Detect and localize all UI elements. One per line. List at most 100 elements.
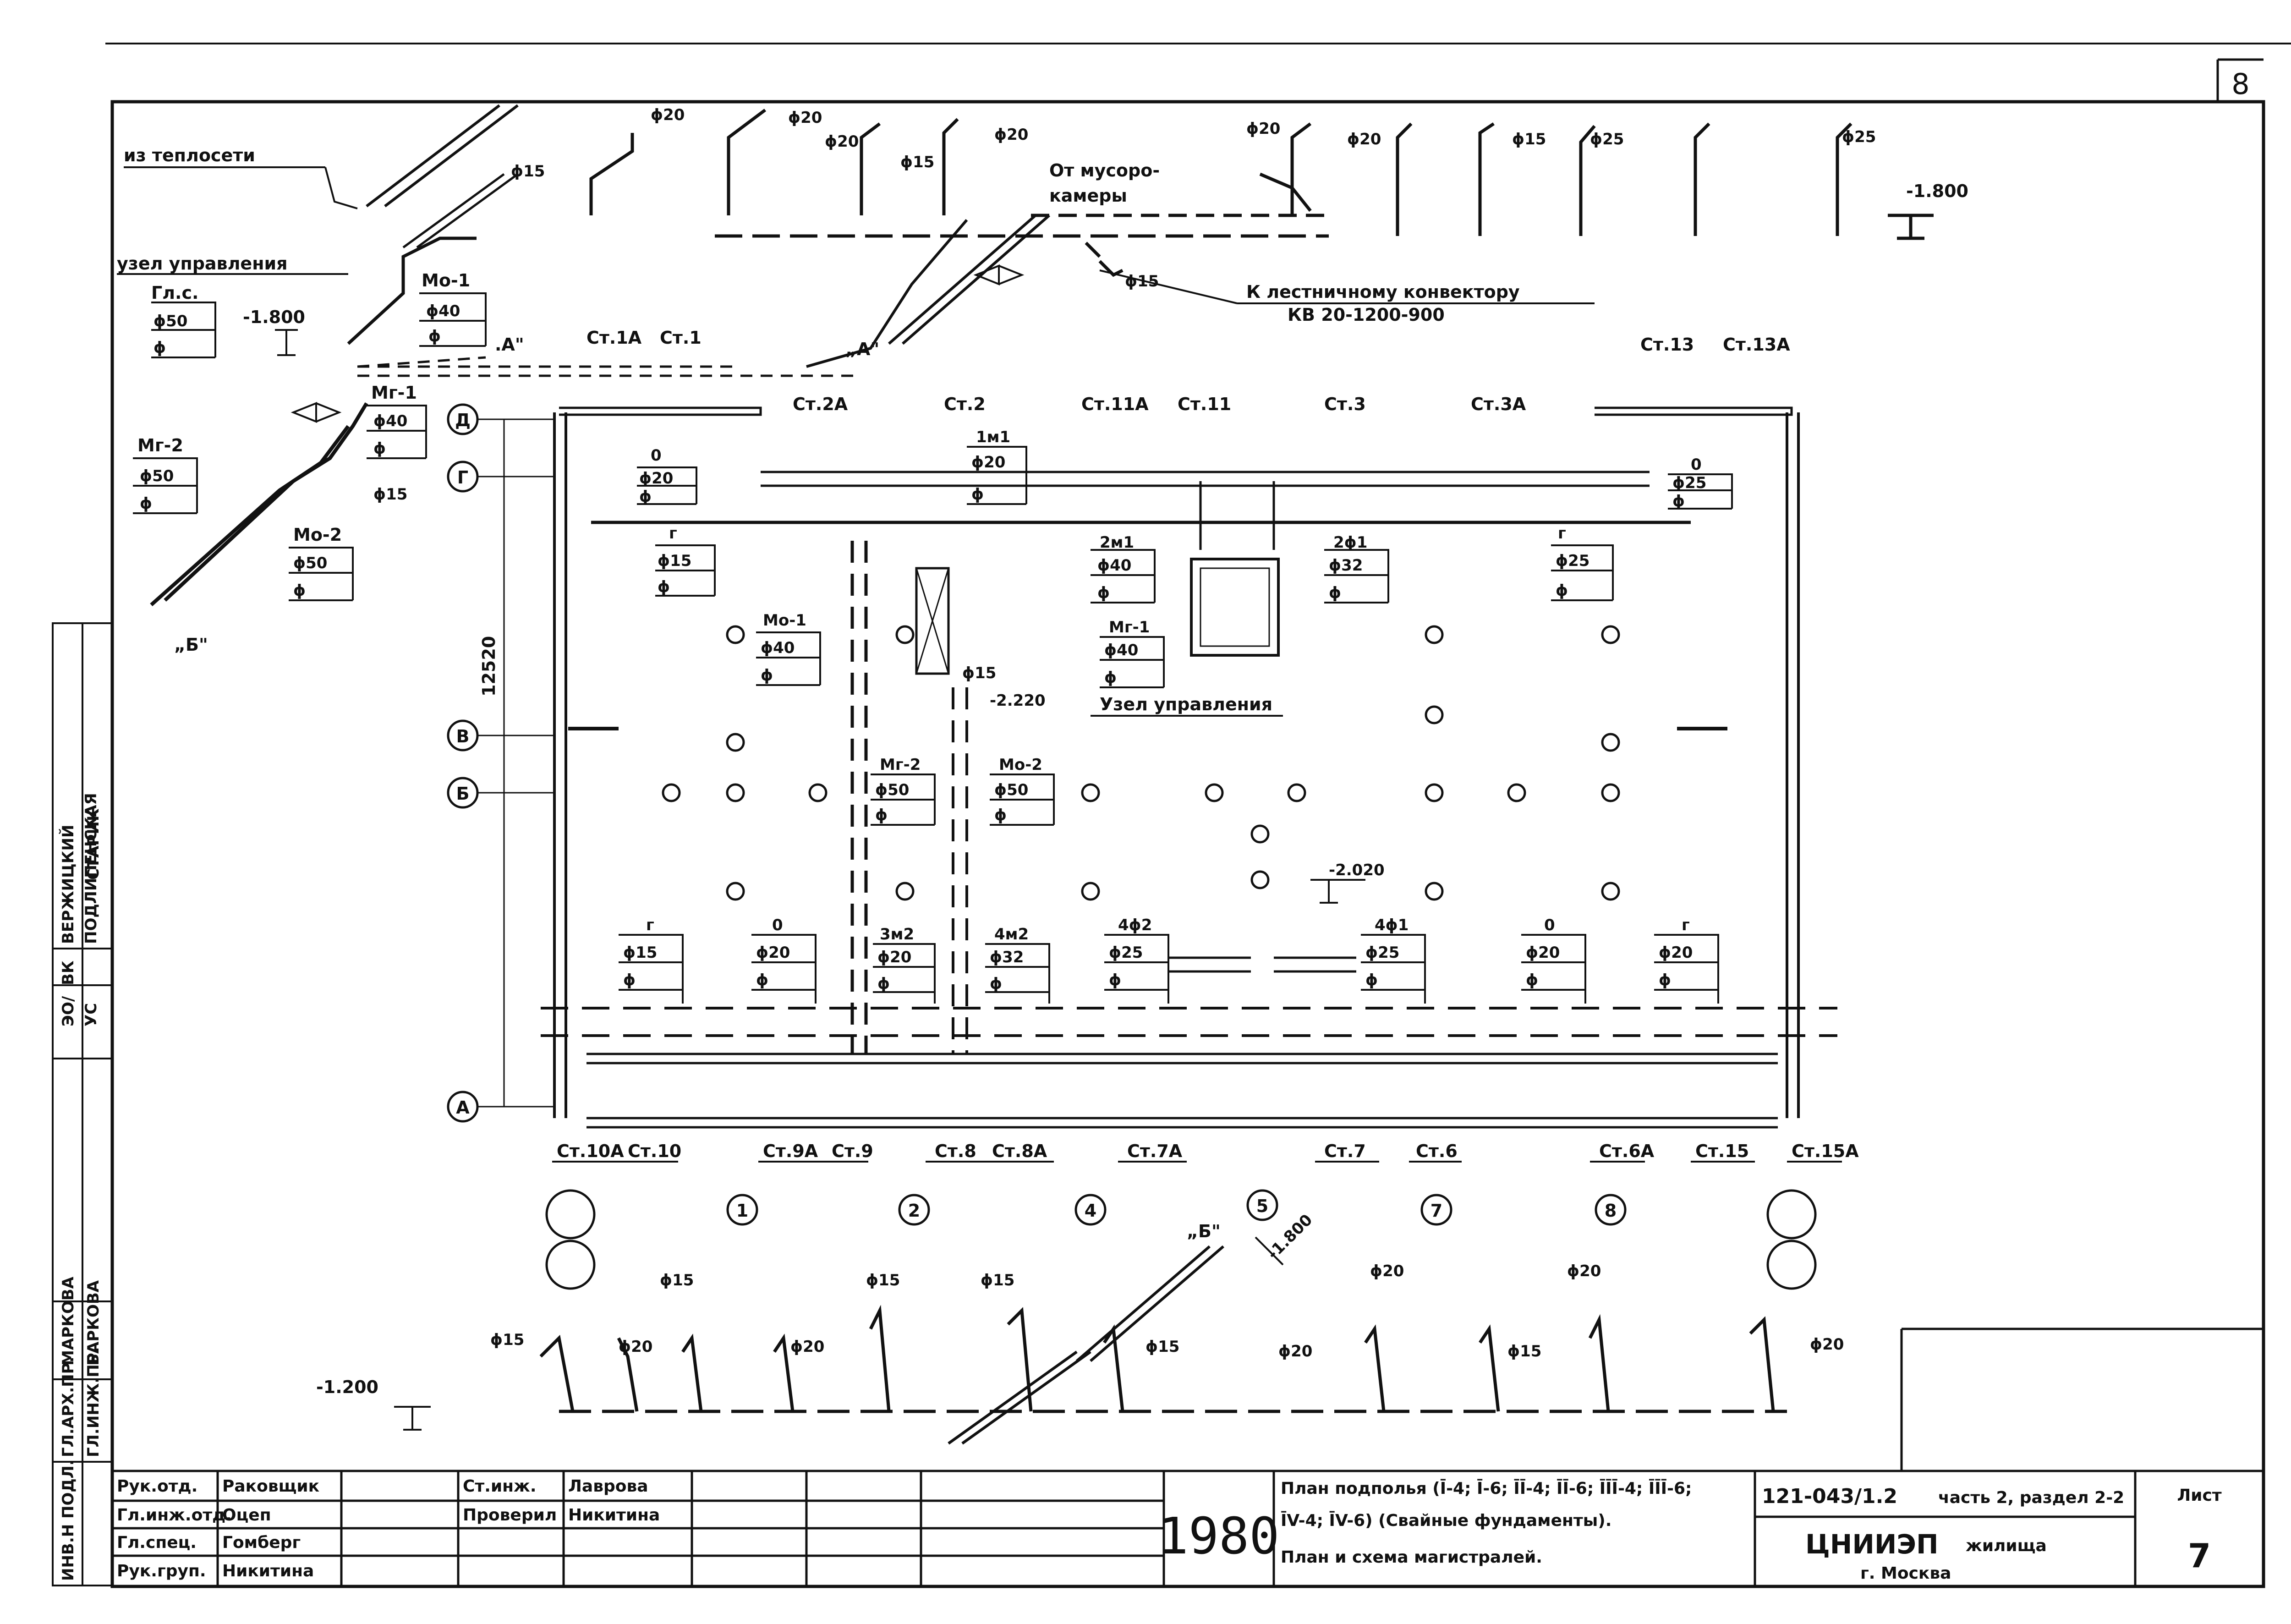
tag-plan-mg1: Мг-1 ϕ40 ϕ <box>1100 618 1165 688</box>
tag-bottom-0: г ϕ15 ϕ <box>619 916 684 1004</box>
tb-name-6: Никитина <box>568 1506 660 1525</box>
bot-d-8: ϕ20 <box>1370 1262 1404 1280</box>
svg-text:ϕ20: ϕ20 <box>1659 944 1693 962</box>
tb-role-1: Рук.отд. <box>117 1477 197 1496</box>
svg-text:ϕ: ϕ <box>756 971 768 989</box>
bot-d-3: ϕ20 <box>790 1338 824 1356</box>
stand-13: Ст.13 <box>1640 335 1694 355</box>
tb-sheet-no: 7 <box>2188 1536 2211 1575</box>
bot-d-12: ϕ15 <box>1146 1338 1179 1356</box>
plan-dimension: 12520 <box>479 636 499 697</box>
tag-plan-mo2: Мо-2 ϕ50 ϕ <box>990 756 1055 826</box>
title-block-text: Рук.отд. Раковщик Гл.инж.отд. Оцеп Гл.сп… <box>117 1477 2222 1583</box>
title-block <box>112 1328 2264 1586</box>
svg-text:ϕ15: ϕ15 <box>623 944 657 962</box>
tb-year: 1980 <box>1158 1507 1280 1565</box>
svg-text:4ϕ1: 4ϕ1 <box>1375 916 1409 934</box>
side-verzhitsky: ВЕРЖИЦКИЙ <box>59 825 77 944</box>
svg-text:ϕ20: ϕ20 <box>971 453 1005 472</box>
stand-11a: Ст.11А <box>1081 394 1149 414</box>
bot-d-2: ϕ20 <box>619 1338 652 1356</box>
tag-bottom-2: 3м2 ϕ20 ϕ <box>873 925 936 1004</box>
svg-text:2ϕ1: 2ϕ1 <box>1333 533 1367 552</box>
tb-title-1: План подполья (Ī-4; Ī-6; ĪĪ-4; ĪĪ-6; ĪĪĪ… <box>1281 1479 1692 1498</box>
tb-org-2: жилища <box>1966 1536 2047 1555</box>
axis-g: Г <box>457 467 468 488</box>
side-stamp <box>52 622 113 1586</box>
svg-text:ϕ: ϕ <box>761 666 773 685</box>
gl-s-d: ϕ50 <box>153 312 187 330</box>
riser-mo2-d: ϕ50 <box>293 554 327 572</box>
stand-3: Ст.3 <box>1324 394 1366 414</box>
svg-text:ϕ15: ϕ15 <box>658 552 691 570</box>
svg-text:2м1: 2м1 <box>1100 533 1134 552</box>
from-chamber-2: камеры <box>1049 186 1127 206</box>
top-d-8: ϕ20 <box>1347 130 1381 148</box>
side-gl-inzh: ГЛ.ИНЖ.ПР. <box>84 1347 103 1457</box>
top-d-7: ϕ20 <box>1246 120 1280 138</box>
top-d-5: ϕ15 <box>900 153 934 171</box>
stand-7: Ст.7 <box>1324 1141 1366 1161</box>
svg-text:г: г <box>646 916 654 934</box>
plan-bottom-stands: Ст.10А Ст.10 Ст.9А Ст.9 Ст.8 Ст.8А Ст.7А… <box>552 1141 1859 1163</box>
axis-8: 8 <box>1605 1201 1617 1221</box>
stand-15a: Ст.15А <box>1792 1141 1859 1161</box>
svg-text:4ϕ2: 4ϕ2 <box>1118 916 1152 934</box>
tb-project-code: 121-043/1.2 <box>1762 1485 1897 1508</box>
tb-role-4: Рук.груп. <box>117 1562 206 1580</box>
svg-text:ϕ: ϕ <box>1097 584 1110 602</box>
svg-text:ϕ25: ϕ25 <box>1672 474 1706 492</box>
svg-text:ϕ50: ϕ50 <box>994 781 1028 799</box>
tb-org-1: ЦНИИЭП <box>1805 1529 1939 1560</box>
tag-bottom-1: 0 ϕ20 ϕ <box>751 916 817 1004</box>
svg-text:0: 0 <box>1544 916 1555 934</box>
tb-name-2: Оцеп <box>222 1506 271 1525</box>
page-number: 8 <box>2231 67 2249 101</box>
gl-s-phi: ϕ <box>153 339 166 357</box>
axis-5: 5 <box>1256 1196 1268 1216</box>
riser-mg2-phi: ϕ <box>140 494 152 513</box>
tb-name-4: Никитина <box>222 1562 314 1580</box>
side-vk: ВК <box>59 960 77 985</box>
tb-name-1: Раковщик <box>222 1477 319 1496</box>
svg-text:ϕ: ϕ <box>877 975 890 993</box>
side-podlipenskaya: ПОДЛИПЕНСКАЯ <box>82 793 100 944</box>
svg-text:ϕ20: ϕ20 <box>639 469 673 488</box>
tag-bottom-5: 4ϕ1 ϕ25 ϕ <box>1361 916 1426 1004</box>
svg-text:Мг-1: Мг-1 <box>1109 618 1150 636</box>
plan-axis-labels: Д Г В Б А 1 2 4 5 7 8 12520 <box>455 410 1617 1221</box>
control-node-label: узел управления <box>117 253 288 274</box>
stand-9a: Ст.9А <box>763 1141 818 1161</box>
svg-text:ϕ25: ϕ25 <box>1109 944 1143 962</box>
stand-2a: Ст.2А <box>793 394 848 414</box>
top-d-9: ϕ15 <box>1512 130 1546 148</box>
stand-10: Ст.10 <box>628 1141 681 1161</box>
stand-10a: Ст.10А <box>557 1141 624 1161</box>
top-d-1: ϕ15 <box>511 162 545 181</box>
axis-b: Б <box>456 784 470 804</box>
top-d-2: ϕ20 <box>651 106 685 124</box>
stand-6: Ст.6 <box>1416 1141 1458 1161</box>
tag-plan-mg2: Мг-2 ϕ50 ϕ <box>871 756 936 826</box>
tag-bottom-7: г ϕ20 ϕ <box>1654 916 1719 1004</box>
tb-sheet-label: Лист <box>2177 1486 2221 1505</box>
gl-s-label: Гл.с. <box>151 283 198 303</box>
svg-text:ϕ: ϕ <box>1659 971 1671 989</box>
tb-role-3: Гл.спец. <box>117 1533 197 1552</box>
top-d-3: ϕ20 <box>788 109 822 127</box>
plan-axes <box>447 403 1817 1290</box>
side-barkova: БАРКОВА <box>84 1280 103 1366</box>
svg-text:г: г <box>1558 524 1566 543</box>
side-gl-arh: ГЛ.АРХ.ПР. <box>59 1357 77 1457</box>
tb-role-6: Проверил <box>463 1506 557 1525</box>
top-d-6: ϕ20 <box>994 126 1028 144</box>
stand-2: Ст.2 <box>944 394 986 414</box>
side-markova: МАРКОВА <box>59 1276 77 1366</box>
riser-mo1-phi: ϕ <box>428 327 441 346</box>
tag-top-2f1: 2ϕ1 ϕ32 ϕ <box>1324 533 1389 604</box>
svg-text:3м2: 3м2 <box>880 925 914 944</box>
svg-text:ϕ: ϕ <box>971 485 984 504</box>
svg-text:ϕ: ϕ <box>623 971 636 989</box>
elev-2220: -2.220 <box>990 691 1046 710</box>
